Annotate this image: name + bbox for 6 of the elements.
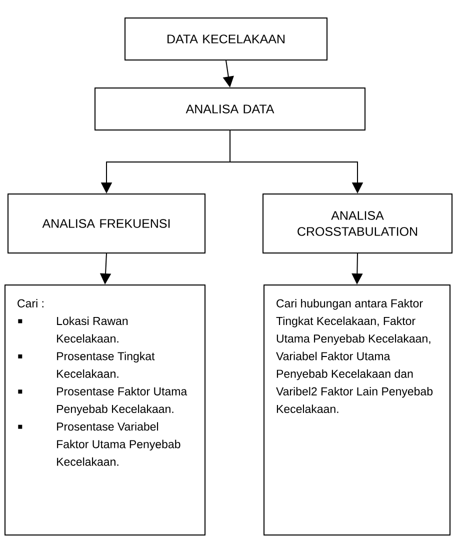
process-box: DATA KECELAKAAN xyxy=(124,18,328,60)
text-box: Cari hubungan antara Faktor Tingkat Kecelakaan, Faktor Utama Penyebab Kecelakaan, Variabel Faktor Utama Penyebab Kecelakaan dan Varibel2 Faktor Lain Penyebab Kecelakaan. xyxy=(264,284,450,536)
text-box: Cari : Lokasi Rawan Kecelakaan. Prosentase Tingkat Kecelakaan. Prosentase Faktor Utama Penyebab Kecelakaan. Prosentase Variabel Faktor Utama Penyebab Kecelakaan. xyxy=(4,284,206,536)
process-box: ANALISA FREKUENSI xyxy=(8,194,206,254)
process-box: ANALISA CROSSTABULATION xyxy=(262,194,452,254)
process-box: ANALISA DATA xyxy=(94,88,366,130)
